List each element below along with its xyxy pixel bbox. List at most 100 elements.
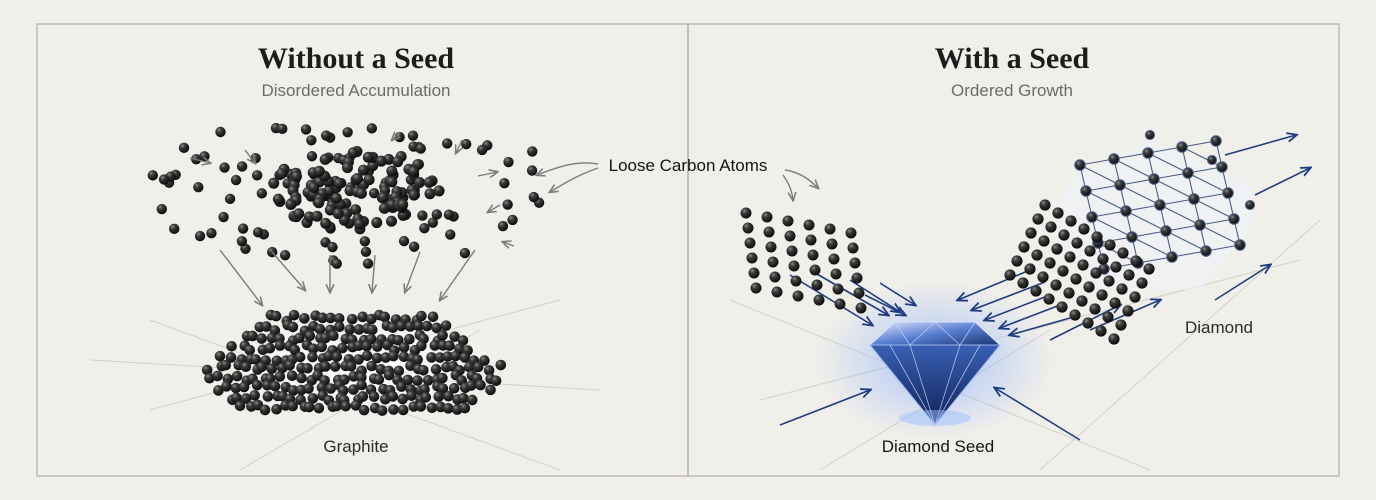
- carbon-atom: [313, 165, 325, 177]
- carbon-atom: [231, 370, 243, 382]
- carbon-atom: [475, 379, 486, 391]
- carbon-atom: [303, 401, 315, 413]
- carbon-atom: [319, 153, 331, 165]
- carbon-atom: [763, 226, 775, 238]
- carbon-atom: [247, 330, 258, 342]
- diamond-seed-label: Diamond Seed: [882, 437, 994, 456]
- carbon-atom: [437, 330, 448, 341]
- carbon-atom: [834, 298, 846, 310]
- graphite-label: Graphite: [323, 437, 388, 456]
- carbon-atom: [1018, 241, 1030, 253]
- carbon-atom: [1108, 333, 1120, 345]
- carbon-atom: [413, 320, 424, 332]
- carbon-atom: [256, 361, 267, 373]
- carbon-atom: [368, 391, 380, 402]
- carbon-atom: [302, 362, 313, 374]
- carbon-atom: [351, 172, 363, 184]
- arrow: [1131, 230, 1167, 238]
- carbon-atom: [342, 127, 353, 138]
- carbon-atom: [1120, 205, 1132, 217]
- carbon-atom: [320, 130, 332, 141]
- carbon-atom: [357, 391, 369, 402]
- carbon-atom: [1110, 261, 1122, 273]
- carbon-atom: [1091, 231, 1103, 243]
- arrow: [1193, 198, 1235, 220]
- carbon-atom: [270, 310, 282, 322]
- arrow: [1205, 244, 1241, 252]
- arrow: [456, 139, 462, 153]
- carbon-atom: [832, 283, 844, 295]
- carbon-atom: [350, 400, 362, 411]
- carbon-atom: [398, 235, 410, 247]
- carbon-atom: [375, 155, 387, 167]
- carbon-atom: [450, 350, 461, 362]
- carbon-atom: [387, 391, 399, 402]
- carbon-atom: [853, 287, 865, 299]
- arrow: [1171, 250, 1207, 258]
- carbon-atom: [1084, 245, 1096, 257]
- incoming-atom-grid: [740, 207, 867, 314]
- carbon-atom: [262, 379, 273, 391]
- carbon-atom: [158, 174, 170, 185]
- carbon-atom: [417, 210, 428, 221]
- carbon-atom: [366, 324, 378, 336]
- carbon-atom: [331, 400, 342, 412]
- carbon-atom: [251, 379, 263, 391]
- diamond-label: Diamond: [1185, 318, 1253, 337]
- carbon-atom: [847, 242, 859, 254]
- carbon-atom: [1076, 295, 1088, 307]
- arrow: [488, 205, 501, 212]
- carbon-atom: [308, 182, 320, 194]
- carbon-atom: [458, 392, 469, 404]
- carbon-atom: [360, 246, 372, 258]
- carbon-atom: [433, 391, 445, 402]
- carbon-atom: [277, 123, 288, 135]
- carbon-atom: [761, 211, 773, 223]
- carbon-atom: [1148, 173, 1160, 185]
- carbon-atom: [1143, 263, 1155, 275]
- left-panel-subtitle: Disordered Accumulation: [262, 81, 451, 100]
- carbon-atom: [396, 381, 407, 392]
- carbon-atom: [333, 177, 345, 189]
- carbon-atom: [337, 342, 348, 354]
- left-panel-title: Without a Seed: [258, 42, 454, 75]
- left-falling-arrows: [189, 132, 515, 305]
- carbon-atom: [1228, 213, 1240, 225]
- carbon-atom: [367, 160, 379, 172]
- carbon-atom: [300, 124, 312, 135]
- arrow: [1199, 218, 1235, 226]
- arrow: [1010, 317, 1071, 335]
- carbon-atom: [334, 321, 345, 333]
- carbon-atom: [1070, 273, 1082, 285]
- carbon-atom: [393, 334, 404, 346]
- carbon-atom: [440, 320, 452, 331]
- carbon-atom: [429, 340, 441, 351]
- arrow: [1193, 192, 1229, 200]
- carbon-atom: [1160, 225, 1172, 237]
- carbon-atom: [476, 144, 488, 156]
- arrow: [1187, 172, 1229, 194]
- diamond-seed-gem: [868, 321, 1002, 426]
- carbon-atom: [1206, 154, 1218, 166]
- carbon-atom: [445, 229, 456, 240]
- arrow: [1113, 152, 1149, 160]
- carbon-atom: [421, 320, 433, 332]
- arrow: [849, 279, 900, 312]
- carbon-atom: [459, 247, 471, 259]
- carbon-atom: [465, 380, 477, 391]
- carbon-atom: [284, 359, 295, 371]
- carbon-atom: [1039, 199, 1051, 211]
- carbon-atom: [782, 215, 794, 227]
- carbon-atom: [350, 204, 362, 216]
- carbon-atom: [1109, 297, 1121, 309]
- carbon-atom: [1114, 179, 1126, 191]
- carbon-atom: [361, 350, 373, 362]
- carbon-atom: [386, 165, 398, 177]
- arrow: [1119, 178, 1155, 186]
- carbon-atom: [345, 360, 357, 372]
- carbon-atom: [750, 282, 762, 294]
- arrow: [405, 251, 421, 292]
- carbon-atom: [1166, 251, 1178, 263]
- carbon-atom: [1024, 263, 1036, 275]
- carbon-atom: [740, 207, 752, 219]
